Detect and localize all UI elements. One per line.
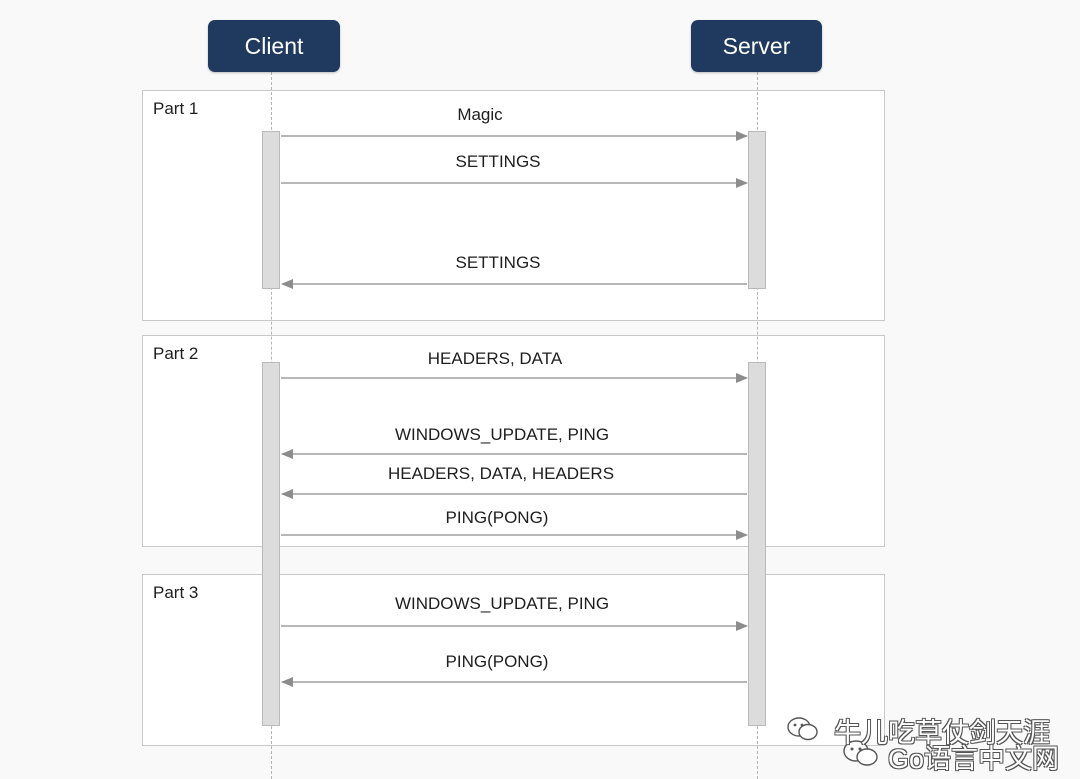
client-activation — [262, 362, 280, 726]
part-3-label: Part 3 — [153, 583, 199, 602]
part-2-label: Part 2 — [153, 344, 199, 363]
client-actor: Client — [208, 20, 340, 72]
client-activation — [262, 131, 280, 289]
message-label: SETTINGS — [455, 253, 541, 272]
server-actor: Server — [691, 20, 822, 72]
watermark-line-2: Go语言中文网 — [888, 744, 1060, 774]
message-label: PING(PONG) — [445, 652, 549, 671]
message-label: WINDOWS_UPDATE, PING — [394, 594, 610, 613]
message-label: WINDOWS_UPDATE, PING — [394, 425, 610, 444]
watermark-line-1: 牛儿吃草仗剑天涯 — [834, 718, 1050, 748]
message-label: HEADERS, DATA — [427, 349, 563, 368]
wechat-icon — [787, 717, 818, 741]
message-label: SETTINGS — [455, 152, 541, 171]
wechat-icon — [843, 740, 878, 766]
server-activation — [748, 131, 766, 289]
message-label: HEADERS, DATA, HEADERS — [387, 464, 615, 483]
part-1-label: Part 1 — [153, 99, 199, 118]
message-label: PING(PONG) — [445, 508, 549, 527]
message-label: Magic — [457, 105, 503, 124]
server-activation — [748, 362, 766, 726]
